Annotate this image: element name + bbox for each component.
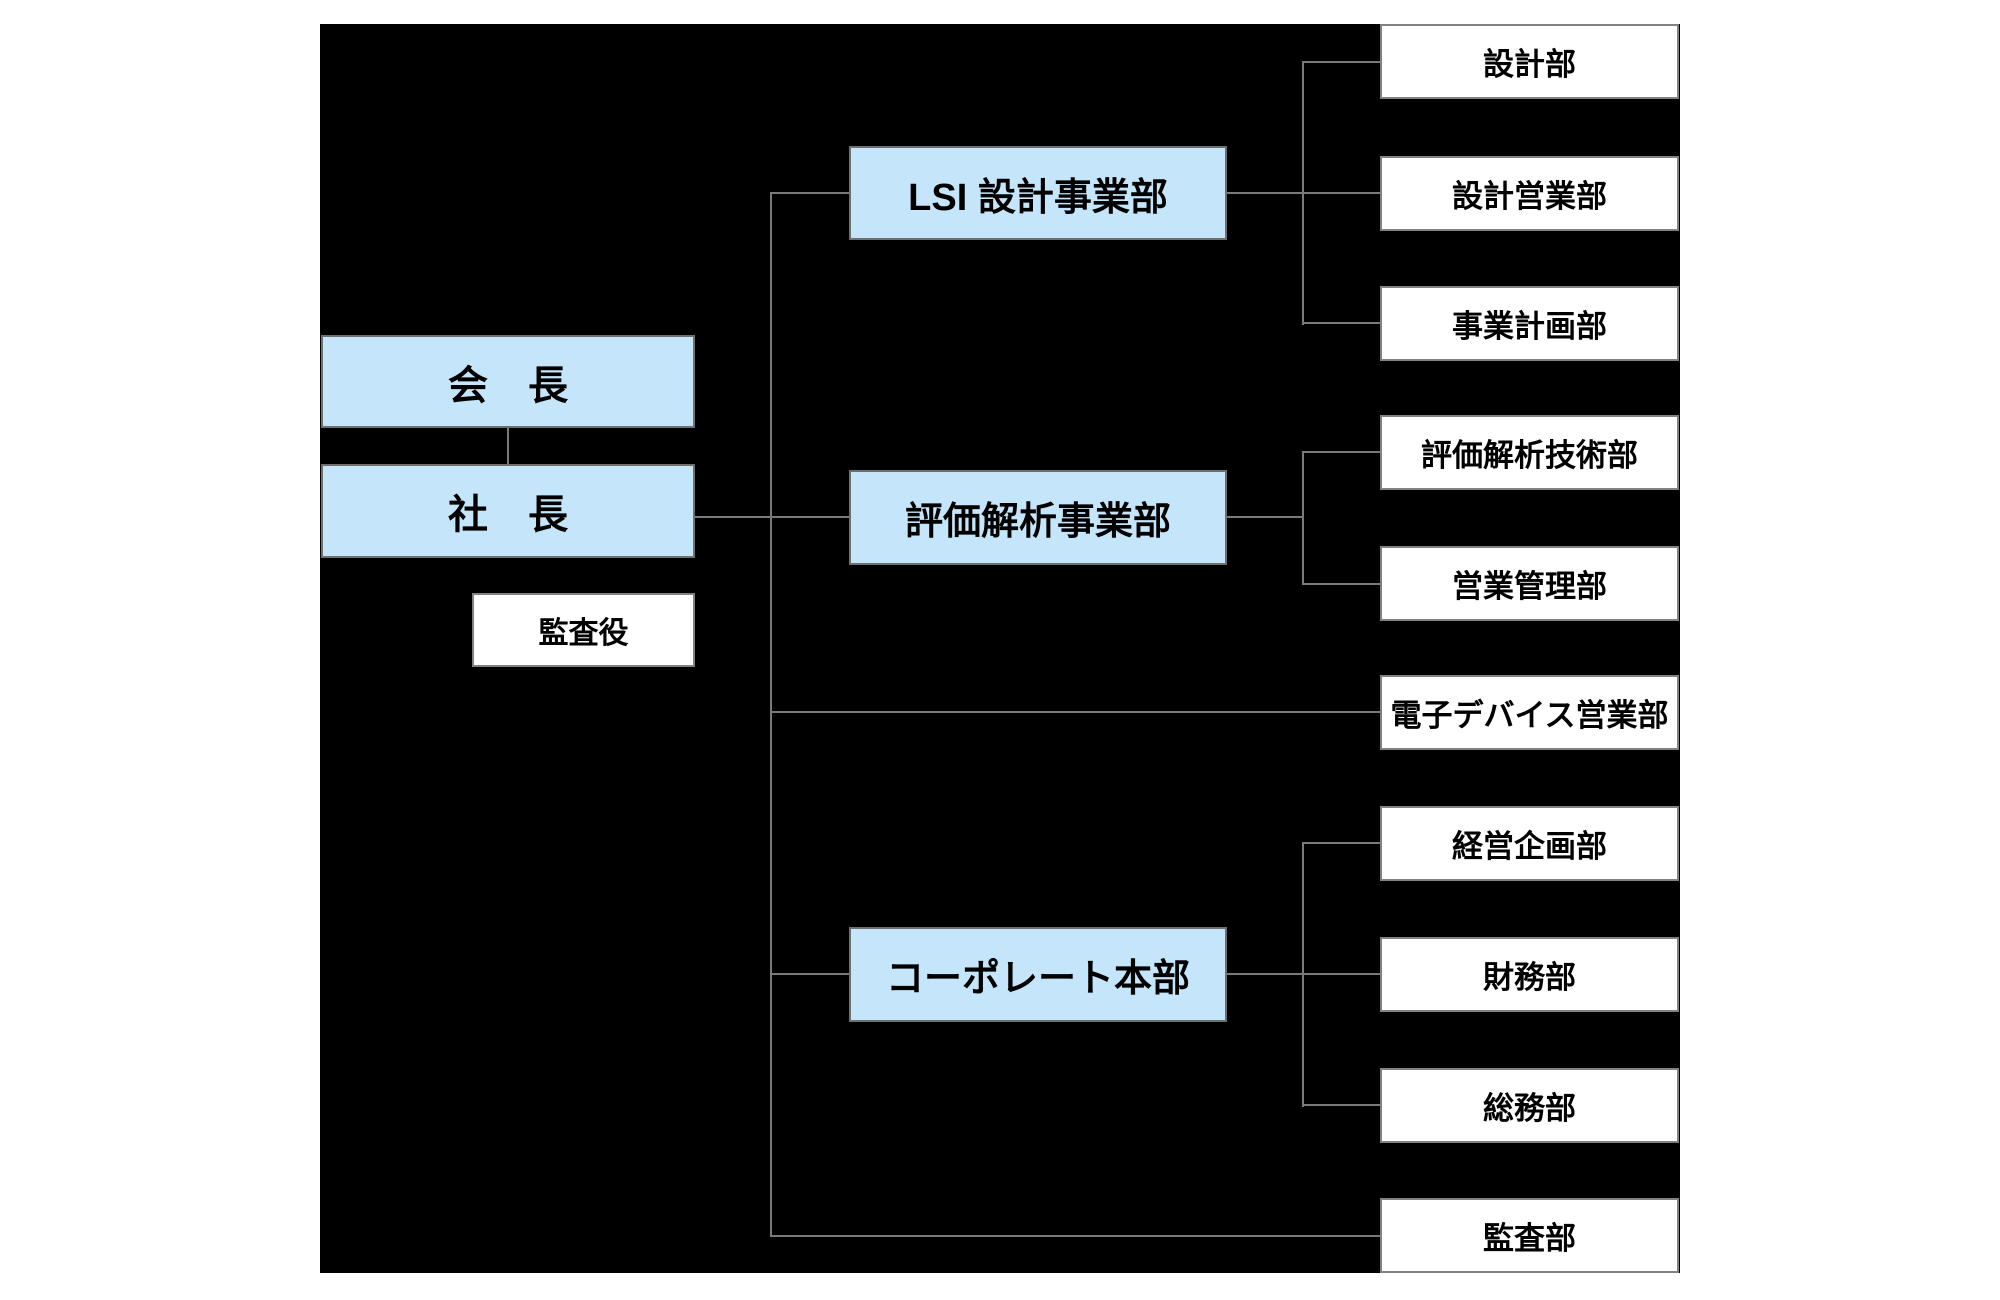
department-box-jigyo-keikakubu: 事業計画部 [1380,286,1679,361]
department-label: 評価解析技術部 [1421,438,1638,473]
department-box-sekkeibu: 設計部 [1380,24,1679,99]
division-label: コーポレート本部 [885,958,1190,1000]
connector-stub-eigyokanribu [1302,583,1380,585]
box-auditor: 監査役 [472,593,695,667]
department-box-eigyo-kanribu: 営業管理部 [1380,546,1679,621]
connector-trunk-vertical [770,192,772,1237]
division-box-corporate: コーポレート本部 [849,927,1227,1022]
president-label: 社 長 [448,493,568,537]
division-box-hyoka-kaiseki: 評価解析事業部 [849,470,1227,565]
connector-stub-keieikikakubu [1302,842,1380,844]
department-box-hyoka-gijutsubu: 評価解析技術部 [1380,415,1679,490]
connector-bracket-lsi [1302,61,1304,325]
department-label: 監査部 [1483,1221,1576,1256]
department-label: 営業管理部 [1452,569,1607,604]
connector-hyoka-out [1227,516,1304,518]
department-label: 総務部 [1483,1091,1576,1126]
department-label: 財務部 [1483,960,1576,995]
department-box-zaimubu: 財務部 [1380,937,1679,1012]
chairman-label: 会 長 [448,363,568,408]
connector-kansabu [770,1235,1380,1237]
department-label: 電子デバイス営業部 [1390,698,1669,733]
connector-chairman-president [507,428,509,464]
department-label: 設計営業部 [1452,179,1607,214]
department-box-somubu: 総務部 [1380,1068,1679,1143]
department-box-keiei-kikakubu: 経営企画部 [1380,806,1679,881]
department-label: 事業計画部 [1452,309,1607,344]
connector-bracket-hyoka [1302,451,1304,585]
connector-stub-somubu [1302,1104,1380,1106]
department-label: 経営企画部 [1452,829,1607,864]
auditor-label: 監査役 [538,617,629,650]
box-president: 社 長 [321,464,695,558]
department-box-sekkei-eigyobu: 設計営業部 [1380,156,1679,231]
division-label: LSI 設計事業部 [908,176,1168,219]
department-box-denshi-device-eigyobu: 電子デバイス営業部 [1380,675,1679,750]
department-label: 設計部 [1483,47,1576,82]
connector-bracket-corporate [1302,842,1304,1107]
connector-stub-sekkeibu [1302,61,1380,63]
division-box-lsi-design: LSI 設計事業部 [849,146,1227,240]
connector-lsi-in [770,192,851,194]
connector-president-to-trunk [695,516,851,518]
department-box-kansabu: 監査部 [1380,1198,1679,1273]
connector-denshi-device [770,711,1380,713]
connector-corporate-in [770,973,851,975]
division-label: 評価解析事業部 [904,501,1171,543]
box-chairman: 会 長 [321,335,695,428]
connector-stub-jigyokeikakubu [1302,322,1380,324]
connector-stub-hyokagijutsubu [1302,451,1380,453]
